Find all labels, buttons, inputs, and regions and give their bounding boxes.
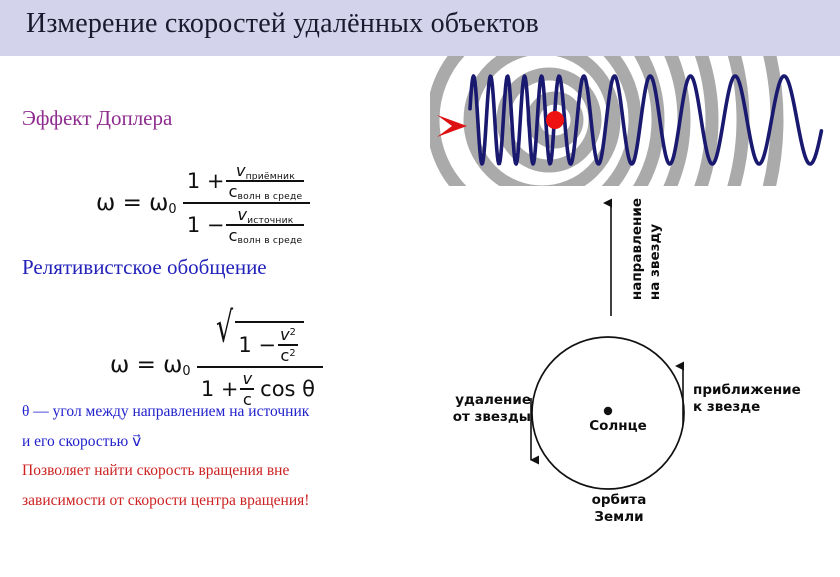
- theta-definition-line-1: θ — угол между направлением на источник: [22, 403, 310, 420]
- den-cos-term: cos θ: [260, 376, 316, 401]
- formula-relativistic-lhs-subscript: 0: [182, 364, 191, 380]
- formula-doppler-den-inner-numerator: vисточник: [237, 205, 294, 226]
- doppler-wave-svg: [430, 56, 824, 186]
- theta-definition-line-2: и его скоростью v⃗: [22, 433, 142, 450]
- formula-doppler-lhs-subscript: 0: [168, 202, 177, 218]
- formula-doppler-den-inner-fraction: vисточник cволн в среде: [226, 205, 305, 247]
- conclusion-line-2: зависимости от скорости центра вращения!: [22, 492, 310, 509]
- formula-doppler-num-lead: 1 +: [186, 168, 225, 193]
- formula-doppler-den-inner-bar: [226, 224, 305, 226]
- formula-doppler-numerator: 1 + vприёмник cволн в среде: [183, 160, 311, 202]
- radicand-fraction: v2 c2: [277, 325, 298, 365]
- sun-marker-dot: [603, 406, 613, 416]
- label-sun: Солнце: [589, 418, 647, 434]
- conclusion-line-1: Позволяет найти скорость вращения вне: [22, 462, 290, 479]
- orbit-diagram-svg: [530, 198, 685, 490]
- formula-doppler-num-inner-fraction: vприёмник cволн в среде: [226, 161, 305, 203]
- formula-doppler-effect: ω = ω0 1 + vприёмник cволн в среде 1 − v…: [96, 160, 311, 246]
- formula-doppler-num-inner-numerator: vприёмник: [235, 161, 295, 182]
- formula-doppler-den-lead: 1 −: [186, 212, 225, 237]
- doppler-wave-curve: [468, 74, 824, 166]
- label-recession-line-2: от звезды: [452, 408, 531, 425]
- den-velocity-fraction: v c: [240, 369, 255, 409]
- section-heading-relativistic: Релятивистское обобщение: [22, 255, 267, 279]
- label-approach-line-2: к звезде: [693, 398, 761, 415]
- formula-doppler-lhs: ω = ω0: [96, 189, 177, 218]
- label-recession-line-1: удаление: [455, 392, 531, 408]
- formula-relativistic-radicand: 1 − v2 c2: [235, 321, 304, 365]
- section-heading-doppler: Эффект Доплера: [22, 106, 173, 130]
- wavefront-arc: [632, 56, 665, 186]
- wavefront-arc: [663, 56, 691, 186]
- label-earth-orbit: орбита Земли: [564, 492, 674, 526]
- wavefront-arc: [727, 56, 750, 186]
- moving-source-dot: [546, 111, 564, 129]
- earth-orbit-doppler-diagram: направление на звезду удаление от звезды…: [430, 186, 840, 577]
- square-root-icon: √ 1 − v2 c2: [216, 306, 304, 365]
- radicand-lead: 1 −: [238, 332, 276, 357]
- formula-doppler-num-inner-denominator: cволн в среде: [228, 181, 303, 203]
- wavefront-arc: [430, 56, 642, 186]
- label-direction-to-star-line-1: направление: [629, 198, 645, 301]
- label-approach-to-star: приближение к звезде: [693, 382, 801, 416]
- label-direction-to-star-line-2: на звезду: [647, 223, 664, 301]
- label-recession-from-star: удаление от звезды: [430, 392, 531, 426]
- formula-relativistic-fraction: √ 1 − v2 c2 1 + v c: [196, 306, 324, 410]
- den-lead: 1 +: [200, 376, 239, 401]
- wavefront-arc: [694, 56, 719, 186]
- formula-relativistic-main-bar: [196, 365, 324, 369]
- formula-relativistic-doppler: ω = ω0 √ 1 − v2 c2 1 +: [110, 306, 324, 410]
- doppler-wave-diagram: [430, 56, 840, 186]
- formula-doppler-main-bar: [182, 201, 311, 205]
- label-approach-line-1: приближение: [693, 382, 801, 398]
- label-orbit-line-1: орбита: [591, 492, 647, 508]
- label-direction-to-star: направление на звезду: [628, 198, 664, 300]
- label-orbit-line-2: Земли: [594, 508, 644, 525]
- motion-direction-arrow-icon: [437, 115, 467, 137]
- page-title: Измерение скоростей удалённых объектов: [26, 8, 539, 39]
- wavefront-arc: [762, 56, 784, 186]
- formula-doppler-den-inner-denominator: cволн в среде: [228, 225, 303, 247]
- slide-header-bar: [0, 0, 840, 56]
- formula-doppler-denominator: 1 − vисточник cволн в среде: [183, 204, 311, 246]
- formula-doppler-outer-fraction: 1 + vприёмник cволн в среде 1 − vисточни…: [182, 160, 311, 246]
- wavefront-arc: [463, 56, 621, 186]
- earth-orbit-circle: [531, 336, 685, 490]
- formula-relativistic-denominator: 1 + v c cos θ: [197, 368, 323, 410]
- formula-doppler-num-inner-bar: [226, 180, 305, 182]
- formula-relativistic-numerator: √ 1 − v2 c2: [212, 306, 308, 366]
- formula-relativistic-lhs: ω = ω0: [110, 351, 191, 380]
